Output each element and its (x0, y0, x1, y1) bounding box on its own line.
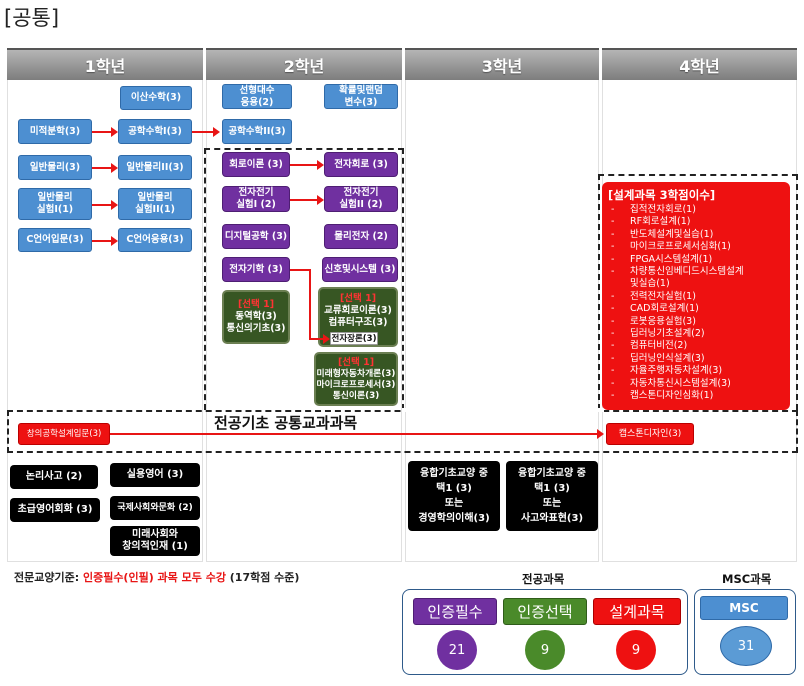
design-course-item[interactable]: 컴퓨터비전(2) (608, 340, 784, 353)
course-discrete-math[interactable]: 이산수학(3) (120, 86, 192, 110)
course-future-society[interactable]: 미래사회와 창의적인재 (1) (110, 526, 200, 556)
major-courses-title: 전공과목 (522, 572, 565, 586)
design-course-item[interactable]: RF회로설계(1) (608, 216, 784, 229)
choice-3-courses[interactable]: 미래형자동차개론(3) 마이크로프로세서(3) 통신이론(3) (316, 368, 396, 401)
msc-courses-title: MSC과목 (722, 572, 772, 586)
course-eng-math-1[interactable]: 공학수학I(3) (118, 119, 192, 144)
choice-group-3: [선택 1] 미래형자동차개론(3) 마이크로프로세서(3) 통신이론(3) (314, 352, 398, 406)
course-practical-english[interactable]: 실용영어 (3) (110, 463, 200, 487)
design-courses-panel: [설계과목 3학점이수] 집적전자회로(1) RF회로설계(1) 반도체설계및실… (602, 182, 790, 410)
arrow-calculus-to-engmath (92, 127, 118, 137)
common-courses-label: 전공기초 공통교과과목 (214, 414, 358, 432)
arrow-creative-to-capstone (110, 429, 604, 439)
design-course-item[interactable]: 캡스톤디자인심화(1) (608, 390, 784, 403)
course-ee-lab-1[interactable]: 전자전기 실험I (2) (222, 186, 290, 212)
arrow-em-vertical (309, 269, 311, 339)
choice-1-courses[interactable]: 동역학(3) 통신의기초(3) (226, 311, 286, 334)
course-ee-lab-2[interactable]: 전자전기 실험II (2) (324, 186, 398, 212)
choice-2-courses[interactable]: 교류회로이론(3) 컴퓨터구조(3) (324, 305, 392, 328)
design-course-item[interactable]: 전력전자실험(1) (608, 291, 784, 304)
course-capstone-design[interactable]: 캡스톤디자인(3) (606, 423, 694, 445)
design-course-item[interactable]: 딥러닝인식설계(3) (608, 353, 784, 366)
page-title: [공통] (4, 6, 60, 30)
design-course-item[interactable]: CAD회로설계(1) (608, 303, 784, 316)
design-course-item[interactable]: 자동차통신시스템설계(3) (608, 378, 784, 391)
arrow-circuit-to-electronic (290, 160, 324, 170)
choice-3-title: [선택 1] (337, 356, 375, 368)
design-course-item[interactable]: FPGA시스템설계(1) (608, 254, 784, 267)
course-signals-systems[interactable]: 신호및시스템 (3) (322, 257, 398, 282)
choice-2-title: [선택 1] (339, 293, 377, 304)
category-elective: 인증선택 (503, 598, 587, 625)
course-intl-culture[interactable]: 국제사회와문화 (2) (110, 496, 200, 520)
course-electronic-circuit[interactable]: 전자회로 (3) (324, 152, 398, 177)
choice-1-title: [선택 1] (237, 299, 275, 310)
criteria-prefix: 전문교양기준: (14, 571, 83, 584)
category-required: 인증필수 (413, 598, 497, 625)
course-c-application[interactable]: C언어응용(3) (118, 228, 192, 252)
choice-group-1: [선택 1] 동역학(3) 통신의기초(3) (222, 290, 290, 344)
course-creative-design[interactable]: 창의공학설계입문(3) (18, 423, 110, 445)
course-em-field-theory[interactable]: 전자장론(3) (330, 332, 378, 345)
criteria-highlight: 인증필수(인필) 과목 모두 수강 (82, 571, 226, 584)
course-physics-lab-1[interactable]: 일반물리 실험I(1) (18, 188, 92, 220)
design-count: 9 (616, 630, 656, 670)
grade-header-4: 4학년 (602, 48, 797, 80)
course-general-physics-2[interactable]: 일반물리II(3) (118, 155, 192, 180)
design-course-item[interactable]: 마이크로프로세서심화(1) (608, 241, 784, 254)
course-calculus[interactable]: 미적분학(3) (18, 119, 92, 144)
course-physical-electronics[interactable]: 물리전자 (2) (324, 224, 398, 249)
design-course-item[interactable]: 자율주행자동차설계(3) (608, 365, 784, 378)
course-basic-english[interactable]: 초급영어회화 (3) (10, 498, 100, 522)
course-digital-engineering[interactable]: 디지털공학 (3) (222, 224, 290, 249)
course-probability[interactable]: 확률및랜덤 변수(3) (324, 84, 398, 109)
liberal-arts-criteria: 전문교양기준: 인증필수(인필) 과목 모두 수강 (17학점 수준) (14, 569, 299, 585)
required-count: 21 (437, 630, 477, 670)
course-logic[interactable]: 논리사고 (2) (10, 465, 98, 489)
grade-header-1: 1학년 (7, 48, 203, 80)
arrow-engmath1-to-engmath2 (192, 127, 220, 137)
elective-count: 9 (525, 630, 565, 670)
msc-count: 31 (720, 626, 772, 666)
common-region-year2 (204, 148, 404, 410)
design-courses-list: 집적전자회로(1) RF회로설계(1) 반도체설계및실습(1) 마이크로프로세서… (608, 204, 784, 403)
design-courses-header: [설계과목 3학점이수] (608, 188, 716, 202)
design-course-item[interactable]: 차량통신임베디드시스템설계 및실습(1) (608, 266, 784, 291)
grade-header-3: 3학년 (405, 48, 599, 80)
arrow-lab1-to-lab2 (92, 200, 118, 210)
arrow-cintro-to-capp (92, 236, 118, 246)
design-course-item[interactable]: 집적전자회로(1) (608, 204, 784, 217)
course-circuit-theory[interactable]: 회로이론 (3) (222, 152, 290, 177)
course-electromagnetics[interactable]: 전자기학 (3) (222, 257, 290, 282)
design-course-item[interactable]: 딥러닝기초설계(2) (608, 328, 784, 341)
course-c-intro[interactable]: C언어입문(3) (18, 228, 92, 252)
arrow-physics-to-physics2 (92, 163, 118, 173)
arrow-em-to-fieldtheory (309, 334, 330, 344)
grade-header-2: 2학년 (206, 48, 402, 80)
design-course-item[interactable]: 로봇응용실험(3) (608, 316, 784, 329)
course-convergence-1[interactable]: 융합기초교양 중 택1 (3) 또는 경영학의이해(3) (408, 461, 500, 531)
criteria-suffix: (17학점 수준) (225, 571, 300, 584)
common-region-year4 (598, 174, 798, 410)
course-general-physics[interactable]: 일반물리(3) (18, 155, 92, 180)
course-physics-lab-2[interactable]: 일반물리 실험II(1) (118, 188, 192, 220)
category-msc: MSC (700, 596, 788, 620)
arrow-eelab1-to-eelab2 (290, 195, 324, 205)
design-course-item[interactable]: 반도체설계및실습(1) (608, 229, 784, 242)
course-eng-math-2[interactable]: 공학수학II(3) (222, 119, 292, 144)
course-convergence-2[interactable]: 융합기초교양 중 택1 (3) 또는 사고와표현(3) (506, 461, 598, 531)
grade-column-1 (7, 80, 203, 562)
course-linear-algebra[interactable]: 선형대수 응용(2) (222, 84, 292, 109)
category-design: 설계과목 (593, 598, 681, 625)
